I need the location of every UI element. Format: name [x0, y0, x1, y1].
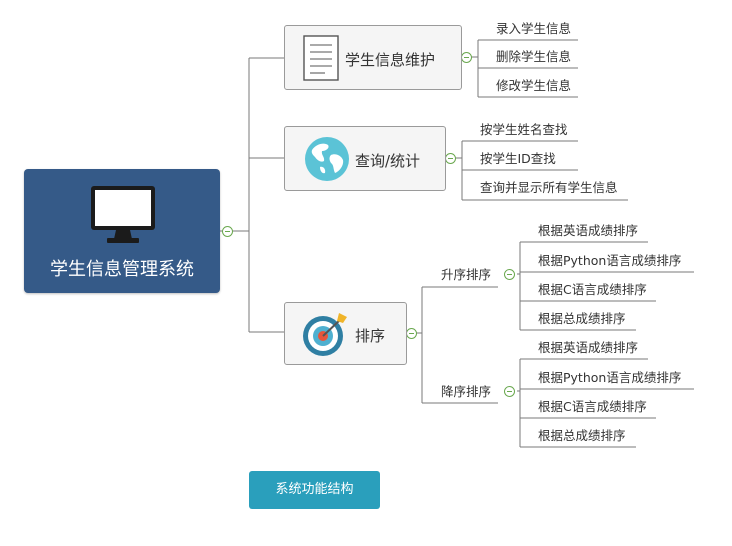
- branch-maintain-collapse-toggle[interactable]: [461, 52, 472, 63]
- document-icon: [303, 35, 339, 81]
- leaf-desc-python[interactable]: 根据Python语言成绩排序: [538, 370, 682, 385]
- leaf-asc-total[interactable]: 根据总成绩排序: [538, 311, 626, 326]
- leaf-desc-english[interactable]: 根据英语成绩排序: [538, 340, 639, 355]
- group-asc-label[interactable]: 升序排序: [441, 267, 492, 282]
- group-desc-collapse-toggle[interactable]: [504, 386, 515, 397]
- branch-query-collapse-toggle[interactable]: [445, 153, 456, 164]
- leaf-asc-c[interactable]: 根据C语言成绩排序: [538, 282, 647, 297]
- root-title: 学生信息管理系统: [50, 259, 194, 280]
- branch-query-label: 查询/统计: [355, 152, 421, 170]
- branch-maintain-node[interactable]: 学生信息维护: [284, 25, 462, 90]
- branch-query-node[interactable]: 查询/统计: [284, 126, 446, 191]
- leaf-list-all[interactable]: 查询并显示所有学生信息: [480, 180, 618, 195]
- globe-icon: [305, 137, 349, 181]
- leaf-desc-c[interactable]: 根据C语言成绩排序: [538, 399, 647, 414]
- leaf-add-student[interactable]: 录入学生信息: [496, 21, 572, 36]
- group-asc-collapse-toggle[interactable]: [504, 269, 515, 280]
- branch-sort-node[interactable]: 排序: [284, 302, 407, 365]
- target-icon: [303, 313, 347, 356]
- leaf-desc-total[interactable]: 根据总成绩排序: [538, 428, 626, 443]
- leaf-asc-english[interactable]: 根据英语成绩排序: [538, 223, 639, 238]
- branch-sort-collapse-toggle[interactable]: [406, 328, 417, 339]
- leaf-delete-student[interactable]: 删除学生信息: [496, 49, 572, 64]
- system-structure-badge[interactable]: 系统功能结构: [249, 471, 380, 509]
- root-collapse-toggle[interactable]: [222, 226, 233, 237]
- group-desc-label[interactable]: 降序排序: [441, 384, 492, 399]
- leaf-edit-student[interactable]: 修改学生信息: [496, 78, 572, 93]
- root-node[interactable]: 学生信息管理系统: [24, 169, 220, 293]
- leaf-find-by-id[interactable]: 按学生ID查找: [480, 151, 556, 166]
- leaf-find-by-name[interactable]: 按学生姓名查找: [480, 122, 568, 137]
- monitor-icon: [91, 186, 155, 243]
- branch-sort-label: 排序: [355, 327, 386, 345]
- leaf-asc-python[interactable]: 根据Python语言成绩排序: [538, 253, 682, 268]
- branch-maintain-label: 学生信息维护: [345, 51, 436, 69]
